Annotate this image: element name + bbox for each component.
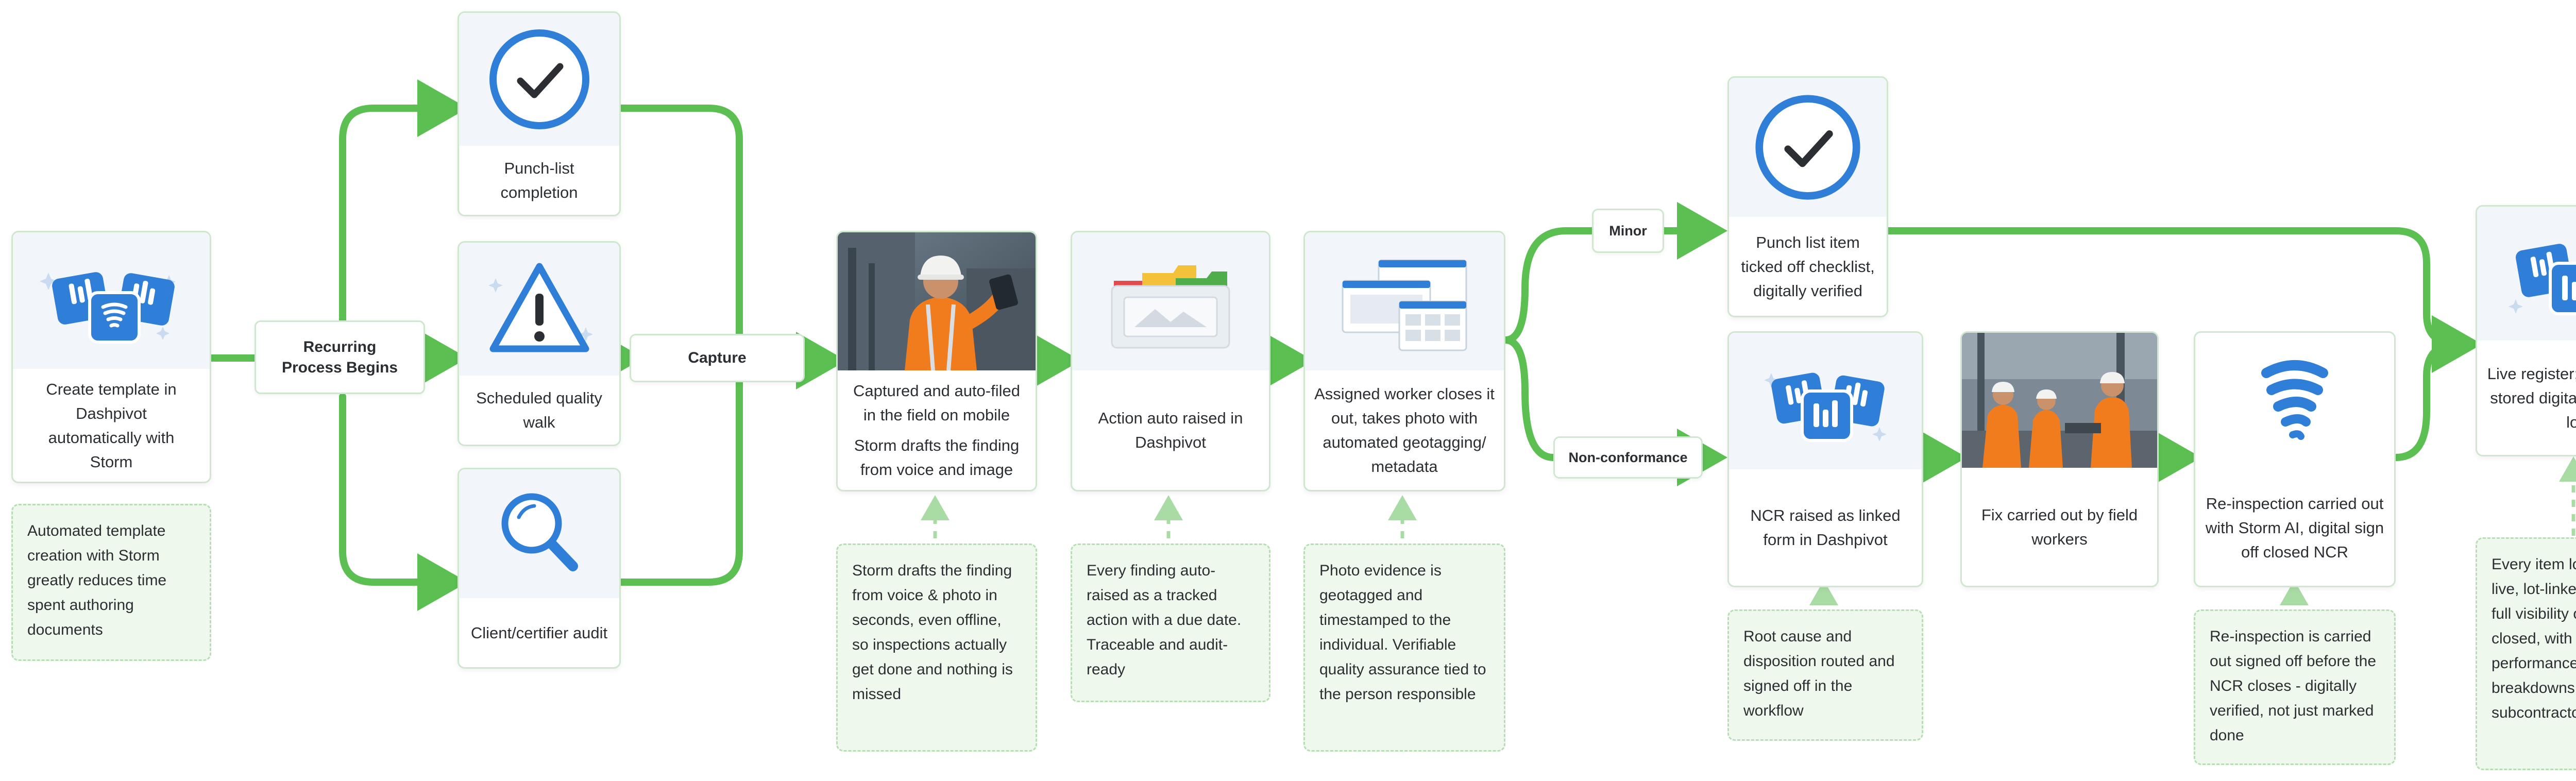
register-label: Live register; logged and stored digital… <box>2487 364 2576 431</box>
nonconformance-pill: Non-conformance <box>1553 436 1703 479</box>
reinspect-card: Re-inspection carried out with Storm AI,… <box>2194 331 2396 587</box>
arrow-to-nonconf <box>1502 336 1557 461</box>
folders-icon <box>1072 232 1269 370</box>
captured-card: Captured and auto-filed in the field on … <box>836 231 1037 491</box>
assigned-label: Assigned worker closes it out, takes pho… <box>1314 385 1495 476</box>
minor-pill: Minor <box>1592 209 1664 253</box>
worker-photo <box>838 232 1036 370</box>
warning-triangle-icon <box>459 243 619 376</box>
capture-pill: Capture <box>630 334 805 382</box>
workers-photo <box>1962 333 2157 468</box>
fix-card: Fix carried out by field workers <box>1960 331 2159 587</box>
assigned-note: Photo evidence is geotagged and timestam… <box>1303 544 1505 752</box>
register-card: Live register; logged and stored digital… <box>2476 205 2576 456</box>
fix-label: Fix carried out by field workers <box>1981 505 2138 548</box>
arrow-reinspect-to-register <box>2392 341 2461 461</box>
action-card: Action auto raised in Dashpivot <box>1071 231 1270 491</box>
quality-walk-label: Scheduled quality walk <box>476 389 602 431</box>
arrow-punchitem-to-register <box>1885 227 2482 373</box>
create-template-note: Automated template creation with Storm g… <box>11 504 211 661</box>
create-template-card: Create template in Dashpivot automatical… <box>11 231 211 483</box>
arrow-punchlist-to-capture <box>617 105 743 337</box>
arrow-recurring-to-punchlist <box>339 79 468 344</box>
arrow-to-minor <box>1502 227 1596 344</box>
dashpivot-logos <box>2477 207 2576 341</box>
captured-note: Storm drafts the finding from voice & ph… <box>836 544 1037 752</box>
ncr-note: Root cause and disposition routed and si… <box>1727 609 1923 741</box>
reinspect-note: Re-inspection is carried out signed off … <box>2194 609 2396 765</box>
magnifier-icon <box>459 469 619 598</box>
arrow-audit-to-capture <box>617 379 743 586</box>
punch-list-label: Punch-list completion <box>500 159 578 201</box>
windows-icon <box>1305 232 1504 370</box>
dashpivot-logos <box>1729 333 1922 469</box>
audit-label: Client/certifier audit <box>470 623 608 642</box>
reinspect-label: Re-inspection carried out with Storm AI,… <box>2205 494 2384 561</box>
assigned-card: Assigned worker closes it out, takes pho… <box>1303 231 1505 491</box>
register-note: Every item logs to a live, lot-linked re… <box>2476 537 2576 770</box>
punch-item-card: Punch list item ticked off checklist, di… <box>1727 76 1888 317</box>
quality-walk-card: Scheduled quality walk <box>457 241 621 446</box>
checkmark-circle-icon <box>459 13 619 146</box>
captured-sublabel: Storm drafts the finding from voice and … <box>854 436 1020 479</box>
action-note: Every finding auto-raised as a tracked a… <box>1071 544 1270 702</box>
audit-card: Client/certifier audit <box>457 468 621 669</box>
recurring-process-pill: Recurring Process Begins <box>255 320 425 394</box>
dashpivot-storm-logos <box>13 232 210 369</box>
action-label: Action auto raised in Dashpivot <box>1098 409 1243 451</box>
checkmark-circle-icon <box>1729 78 1887 217</box>
punch-item-label: Punch list item ticked off checklist, di… <box>1741 233 1875 300</box>
storm-logo <box>2195 333 2394 469</box>
captured-label: Captured and auto-filed in the field on … <box>853 382 1020 424</box>
ncr-label: NCR raised as linked form in Dashpivot <box>1750 506 1901 549</box>
arrow-recurring-to-audit <box>339 393 468 611</box>
create-template-label: Create template in Dashpivot automatical… <box>46 380 177 471</box>
ncr-card: NCR raised as linked form in Dashpivot <box>1727 331 1923 587</box>
punch-list-card: Punch-list completion <box>457 11 621 216</box>
